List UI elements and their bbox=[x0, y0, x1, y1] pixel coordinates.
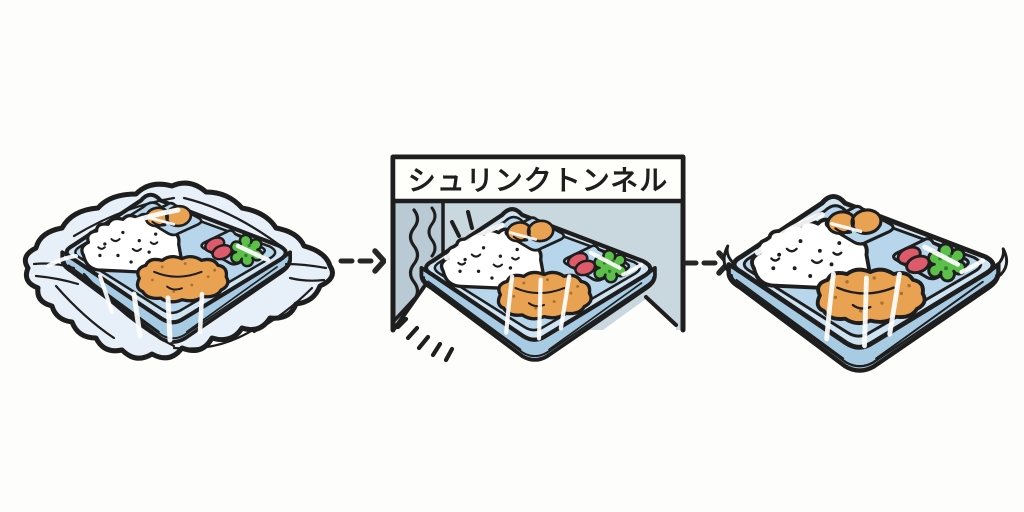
stage-tunnel: シュリンクトンネル bbox=[388, 152, 688, 396]
process-arrow-1 bbox=[338, 248, 386, 274]
film-wrinkles bbox=[32, 196, 328, 350]
tunnel-sign-label: シュリンクトンネル bbox=[408, 164, 668, 197]
film-covered-bento-illustration bbox=[22, 180, 335, 361]
stage-after bbox=[716, 177, 1016, 382]
film-glare bbox=[46, 207, 271, 343]
heat-dashes bbox=[395, 316, 455, 363]
stage-before bbox=[14, 166, 344, 378]
wrapped-bento bbox=[722, 196, 1009, 370]
shrink-tunnel-illustration: シュリンクトンネル bbox=[390, 154, 686, 363]
heat-wave-lines bbox=[408, 206, 474, 302]
tunnel-sign: シュリンクトンネル bbox=[390, 154, 686, 204]
arrow-head bbox=[372, 248, 386, 274]
shrink-wrapped-bento-illustration bbox=[722, 177, 1009, 382]
